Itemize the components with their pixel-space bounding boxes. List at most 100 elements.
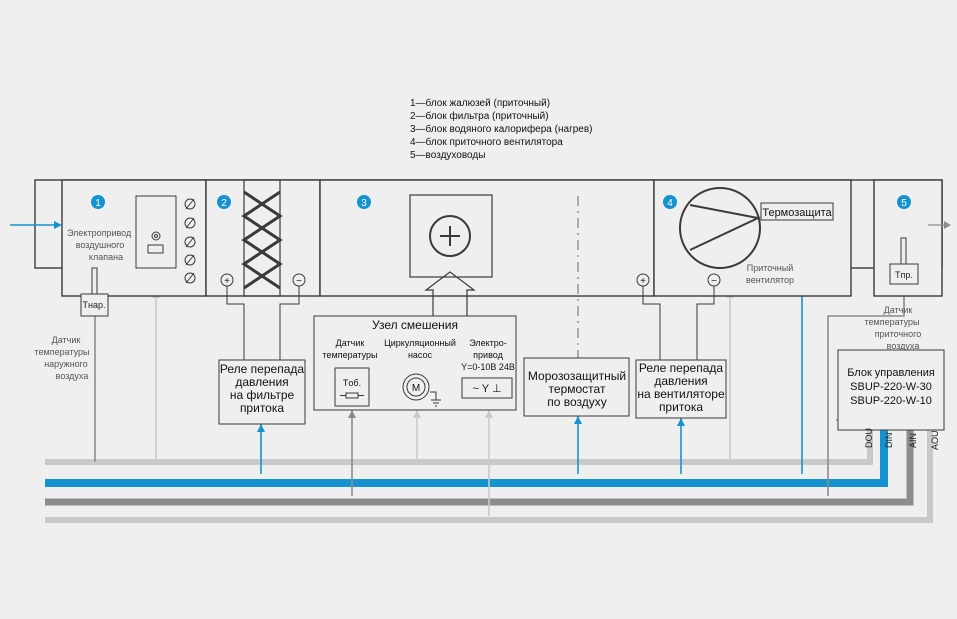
- wire-t-supply: [827, 294, 905, 496]
- arrow-relay-filter: [257, 424, 265, 432]
- frost-label-3: по воздуху: [547, 395, 607, 409]
- actuator-knob-icon: [151, 231, 161, 241]
- pump-motor-icon: [402, 373, 441, 407]
- badge-1: [91, 195, 105, 209]
- airflow-in-arrow: [54, 221, 62, 229]
- relay-fan-label-1: Реле перепада: [639, 361, 723, 375]
- relay-filter-label-4: притока: [240, 401, 284, 415]
- bus-din-line: [45, 430, 888, 487]
- thermal-protection-box: [760, 202, 834, 221]
- badge-5-label: 5: [901, 198, 907, 209]
- damper-icon: [184, 198, 196, 284]
- t-supply-sensor-label-2: температуры: [864, 317, 919, 327]
- control-unit-box: [837, 349, 945, 431]
- t-outdoor-box: [80, 293, 109, 317]
- airflow: [10, 221, 951, 229]
- legend-item-5: 5—воздуховоды: [410, 150, 485, 161]
- bus-aou-label: AOU: [930, 430, 940, 450]
- block-1-internals: [80, 195, 196, 317]
- frost-label-1: Морозозащитный: [528, 369, 626, 383]
- filter-plus-label: +: [224, 276, 230, 287]
- frost-label-2: термостат: [549, 382, 606, 396]
- arrow-drive: [485, 410, 493, 418]
- pump-motor-label: M: [412, 383, 420, 394]
- control-unit-label-2: SBUP-220-W-30: [850, 381, 932, 393]
- arrow-pump: [413, 410, 421, 418]
- t-outdoor-sensor-label-2: температуры: [34, 347, 89, 357]
- actuator-label-2: воздушного: [76, 240, 125, 250]
- bus-aou-line: [45, 430, 933, 523]
- t-outdoor-sensor-label-3: наружного: [44, 359, 88, 369]
- fan-label-1: Приточный: [747, 263, 794, 273]
- block-badges: 1 2 3 4 5: [91, 195, 911, 209]
- control-unit-label-3: SBUP-220-W-10: [850, 395, 932, 407]
- bus-ain-label: AIN: [908, 433, 918, 448]
- mixing-drive-label-2: привод: [473, 350, 503, 360]
- mixing-temp-sensor-label-1: Датчик: [336, 338, 365, 348]
- mixing-drive-label-1: Электро-: [469, 338, 507, 348]
- arrow-relay-fan: [677, 418, 685, 426]
- bus-din-label: DIN: [884, 433, 894, 449]
- t-outdoor-sensor-label-4: воздуха: [56, 371, 89, 381]
- relay-fan-box: [635, 359, 727, 419]
- control-unit-label-1: Блок управления: [847, 367, 935, 379]
- thermal-protection-label: Термозащита: [762, 207, 832, 219]
- legend: 1—блок жалюзей (приточный) 2—блок фильтр…: [410, 97, 592, 161]
- arrow-t-return: [348, 410, 356, 418]
- frost-thermostat-box: [523, 357, 630, 417]
- legend-item-2: 2—блок фильтра (приточный): [410, 110, 549, 122]
- relay-fan-label-3: на вентиляторе: [637, 387, 725, 401]
- mixing-unit-title: Узел смешения: [372, 318, 458, 332]
- bus-ain-line: [45, 430, 914, 506]
- airflow-out-arrow: [944, 221, 951, 229]
- badge-4-label: 4: [667, 198, 673, 209]
- relay-fan-label-2: давления: [654, 374, 707, 388]
- arrow-frost: [574, 416, 582, 424]
- relay-filter-label-2: давления: [235, 375, 288, 389]
- mixing-pump-label-2: насос: [408, 350, 433, 360]
- bus-dou-line: [45, 430, 873, 465]
- block-1-frame: [61, 179, 207, 297]
- legend-item-1: 1—блок жалюзей (приточный): [410, 97, 550, 109]
- fan-terminals: + −: [636, 273, 721, 360]
- fan-plus-label: +: [640, 276, 646, 287]
- relay-filter-label-1: Реле перепада: [220, 362, 304, 376]
- actuator-terminal: [147, 244, 164, 254]
- bus-lines: [45, 430, 933, 523]
- mixing-pump-label-1: Циркуляционный: [384, 338, 456, 348]
- badge-3-label: 3: [361, 198, 367, 209]
- t-supply-sensor-label-1: Датчик: [884, 305, 913, 315]
- t-supply-label: Tпр.: [895, 270, 913, 280]
- bus-dou-label: DOU: [864, 428, 874, 448]
- badge-4: [663, 195, 677, 209]
- relay-fan-label-4: притока: [659, 400, 703, 414]
- actuator-knob-center: [154, 234, 158, 238]
- legend-item-3: 3—блок водяного калорифера (нагрев): [410, 123, 592, 135]
- badge-1-label: 1: [95, 198, 101, 209]
- t-outdoor-label: Tнар.: [83, 300, 106, 310]
- t-supply-box: [889, 263, 919, 285]
- t-supply-sensor-label-3: приточного: [875, 329, 922, 339]
- badge-5: [897, 195, 911, 209]
- return-temp-sensor: Tоб.: [334, 367, 370, 407]
- badge-2-label: 2: [221, 198, 227, 209]
- badge-3: [357, 195, 371, 209]
- t-supply-sensor-label-4: воздуха: [887, 341, 920, 351]
- drive-box: [461, 377, 513, 399]
- fan-minus-label: −: [711, 276, 717, 287]
- actuator-label-3: клапана: [89, 252, 123, 262]
- filter-minus-label: −: [296, 276, 302, 287]
- mixing-temp-sensor-label-2: температуры: [322, 350, 377, 360]
- fan-icon: [679, 187, 762, 269]
- mixing-drive-label-3: Y=0-10В 24В: [461, 362, 515, 372]
- legend-item-4: 4—блок приточного вентилятора: [410, 136, 563, 148]
- badge-2: [217, 195, 231, 209]
- actuator-label-1: Электропривод: [67, 228, 132, 238]
- filter-icon: [241, 179, 283, 297]
- drive-symbol-label: ~ Y ⊥: [472, 383, 501, 395]
- relay-filter-label-3: на фильтре: [230, 388, 295, 402]
- heater-coil: [409, 194, 493, 316]
- fan-label-2: вентилятор: [746, 275, 794, 285]
- relay-filter-box: [218, 359, 306, 425]
